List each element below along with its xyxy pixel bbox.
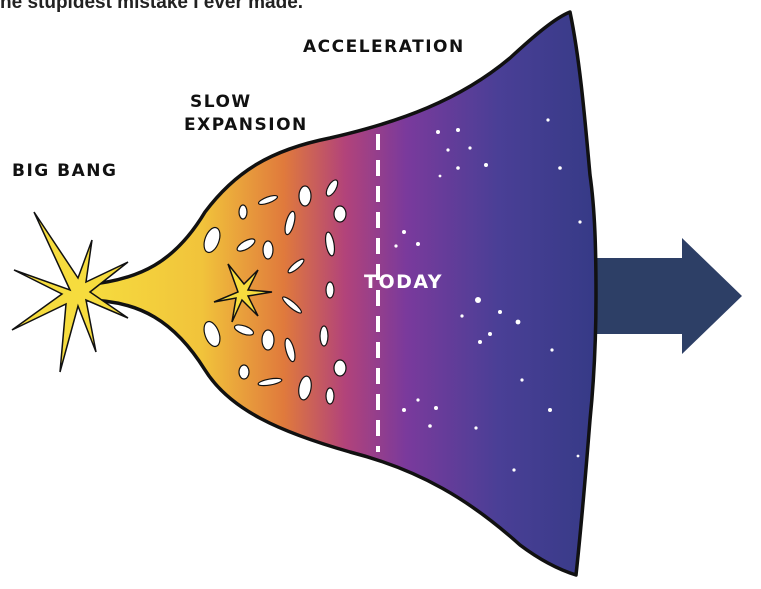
universe-body bbox=[85, 12, 596, 575]
label-acceleration: ACCELERATION bbox=[303, 36, 465, 59]
label-slow-line1: SLOW bbox=[190, 92, 252, 112]
label-today: TODAY bbox=[364, 271, 443, 293]
label-slow-expansion: SLOW EXPANSION bbox=[190, 91, 308, 137]
label-slow-line2: EXPANSION bbox=[184, 114, 308, 137]
label-big-bang: BIG BANG bbox=[12, 160, 117, 183]
